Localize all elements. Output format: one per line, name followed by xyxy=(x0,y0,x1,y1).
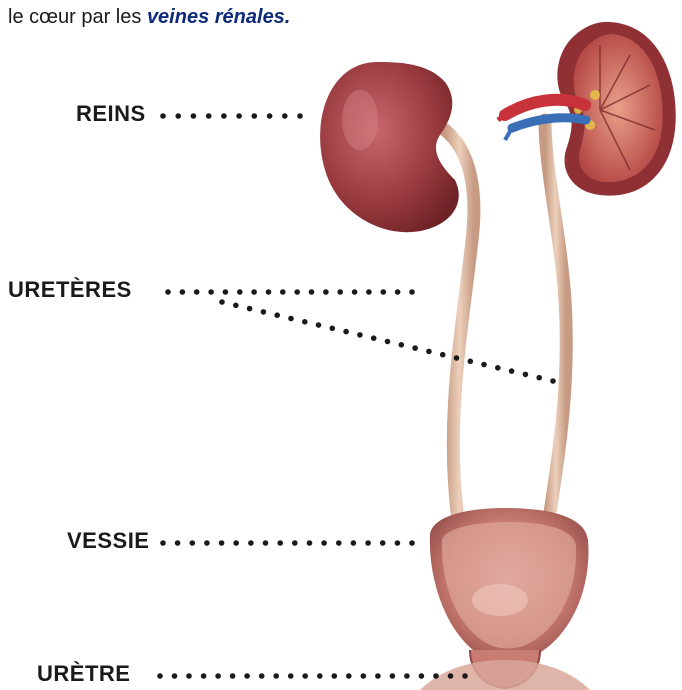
leader-ureteres-b-dot xyxy=(523,372,529,378)
leader-ureteres-a-dot xyxy=(294,289,300,295)
leader-ureteres-b-dot xyxy=(385,339,391,345)
leader-ureteres-a-dot xyxy=(381,289,387,295)
leader-ureteres-b-dot xyxy=(302,319,308,325)
leader-uretre-dot xyxy=(230,673,236,679)
leader-reins-dot xyxy=(221,113,227,119)
leader-vessie-dot xyxy=(292,540,298,546)
leader-ureteres-b-dot xyxy=(330,326,336,332)
leader-reins-dot xyxy=(191,113,197,119)
leader-ureteres-b-dot xyxy=(261,309,267,315)
leader-uretre-dot xyxy=(186,673,192,679)
leader-ureteres-a-dot xyxy=(323,289,329,295)
leader-vessie-dot xyxy=(204,540,210,546)
leader-ureteres-b-dot xyxy=(247,306,253,312)
leader-ureteres-a-dot xyxy=(251,289,257,295)
leader-ureteres-a-dot xyxy=(337,289,343,295)
leader-ureteres-a-dot xyxy=(409,289,415,295)
leader-ureteres-b-dot xyxy=(536,375,542,381)
leader-uretre-dot xyxy=(448,673,454,679)
leader-uretre-dot xyxy=(404,673,410,679)
leader-vessie-dot xyxy=(351,540,357,546)
leader-reins-dot xyxy=(267,113,273,119)
leader-ureteres-a-dot xyxy=(165,289,171,295)
leader-reins-dot xyxy=(282,113,288,119)
leader-vessie-dot xyxy=(219,540,225,546)
leader-ureteres-b-dot xyxy=(440,352,446,358)
leader-ureteres-b-dot xyxy=(316,322,322,328)
leader-ureteres-a-dot xyxy=(180,289,186,295)
leader-ureteres-b-dot xyxy=(412,345,418,351)
leader-reins-dot xyxy=(160,113,166,119)
leader-ureteres-a-dot xyxy=(208,289,214,295)
label-ureteres: URETÈRES xyxy=(8,277,132,303)
leader-uretre-dot xyxy=(332,673,338,679)
leader-uretre-dot xyxy=(201,673,207,679)
leader-ureteres-a-dot xyxy=(194,289,200,295)
leader-vessie-dot xyxy=(160,540,166,546)
left-kidney xyxy=(320,62,459,232)
leader-ureteres-b-dot xyxy=(274,312,280,318)
leader-uretre-dot xyxy=(215,673,221,679)
leader-uretre-dot xyxy=(302,673,308,679)
leader-vessie-dot xyxy=(336,540,342,546)
leader-ureteres-a-dot xyxy=(280,289,286,295)
leader-ureteres-b-dot xyxy=(399,342,405,348)
leader-reins-dot xyxy=(206,113,212,119)
leader-ureteres-b-dot xyxy=(288,316,294,322)
leader-vessie-dot xyxy=(233,540,239,546)
leader-vessie-dot xyxy=(365,540,371,546)
leader-uretre-dot xyxy=(317,673,323,679)
leader-uretre-dot xyxy=(419,673,425,679)
leader-uretre-dot xyxy=(390,673,396,679)
leader-ureteres-b-dot xyxy=(495,365,501,371)
leader-ureteres-a-dot xyxy=(266,289,272,295)
leader-ureteres-b-dot xyxy=(468,359,474,365)
leader-ureteres-a-dot xyxy=(237,289,243,295)
leader-vessie-dot xyxy=(321,540,327,546)
leader-ureteres-b-dot xyxy=(233,303,239,309)
leader-ureteres-b-dot xyxy=(509,368,515,374)
leader-ureteres-b-dot xyxy=(481,362,487,368)
leader-ureteres-a-dot xyxy=(352,289,358,295)
leader-ureteres-b-dot xyxy=(357,332,363,338)
label-reins: REINS xyxy=(76,101,146,127)
leader-uretre-dot xyxy=(346,673,352,679)
leader-uretre-dot xyxy=(157,673,163,679)
leader-vessie-dot xyxy=(409,540,415,546)
leader-ureteres-b-dot xyxy=(371,335,377,341)
leader-vessie-dot xyxy=(190,540,196,546)
leader-uretre-dot xyxy=(172,673,178,679)
leader-uretre-dot xyxy=(259,673,265,679)
leader-uretre-dot xyxy=(433,673,439,679)
leader-uretre-dot xyxy=(244,673,250,679)
leader-uretre-dot xyxy=(361,673,367,679)
leader-uretre-dot xyxy=(288,673,294,679)
leader-ureteres-b-dot xyxy=(454,355,460,361)
leader-ureteres-b-dot xyxy=(343,329,349,335)
leader-vessie-dot xyxy=(380,540,386,546)
leader-ureteres-a-dot xyxy=(223,289,229,295)
leader-ureteres-b-dot xyxy=(426,349,432,355)
label-vessie: VESSIE xyxy=(67,528,149,554)
leader-reins-dot xyxy=(252,113,258,119)
leader-ureteres-a-dot xyxy=(395,289,401,295)
leader-vessie-dot xyxy=(277,540,283,546)
leader-ureteres-b-dot xyxy=(219,299,225,305)
leader-uretre-dot xyxy=(273,673,279,679)
leader-ureteres-a-dot xyxy=(366,289,372,295)
leader-vessie-dot xyxy=(307,540,313,546)
leader-ureteres-b-dot xyxy=(550,378,556,384)
leader-ureteres-a-dot xyxy=(309,289,315,295)
leader-uretre-dot xyxy=(375,673,381,679)
leader-vessie-dot xyxy=(395,540,401,546)
leader-vessie-dot xyxy=(263,540,269,546)
leader-reins-dot xyxy=(236,113,242,119)
right-ureter xyxy=(545,120,566,525)
leader-reins-dot xyxy=(297,113,303,119)
leader-vessie-dot xyxy=(248,540,254,546)
leader-reins-dot xyxy=(175,113,181,119)
leader-vessie-dot xyxy=(175,540,181,546)
label-uretre: URÈTRE xyxy=(37,661,130,687)
leader-uretre-dot xyxy=(462,673,468,679)
